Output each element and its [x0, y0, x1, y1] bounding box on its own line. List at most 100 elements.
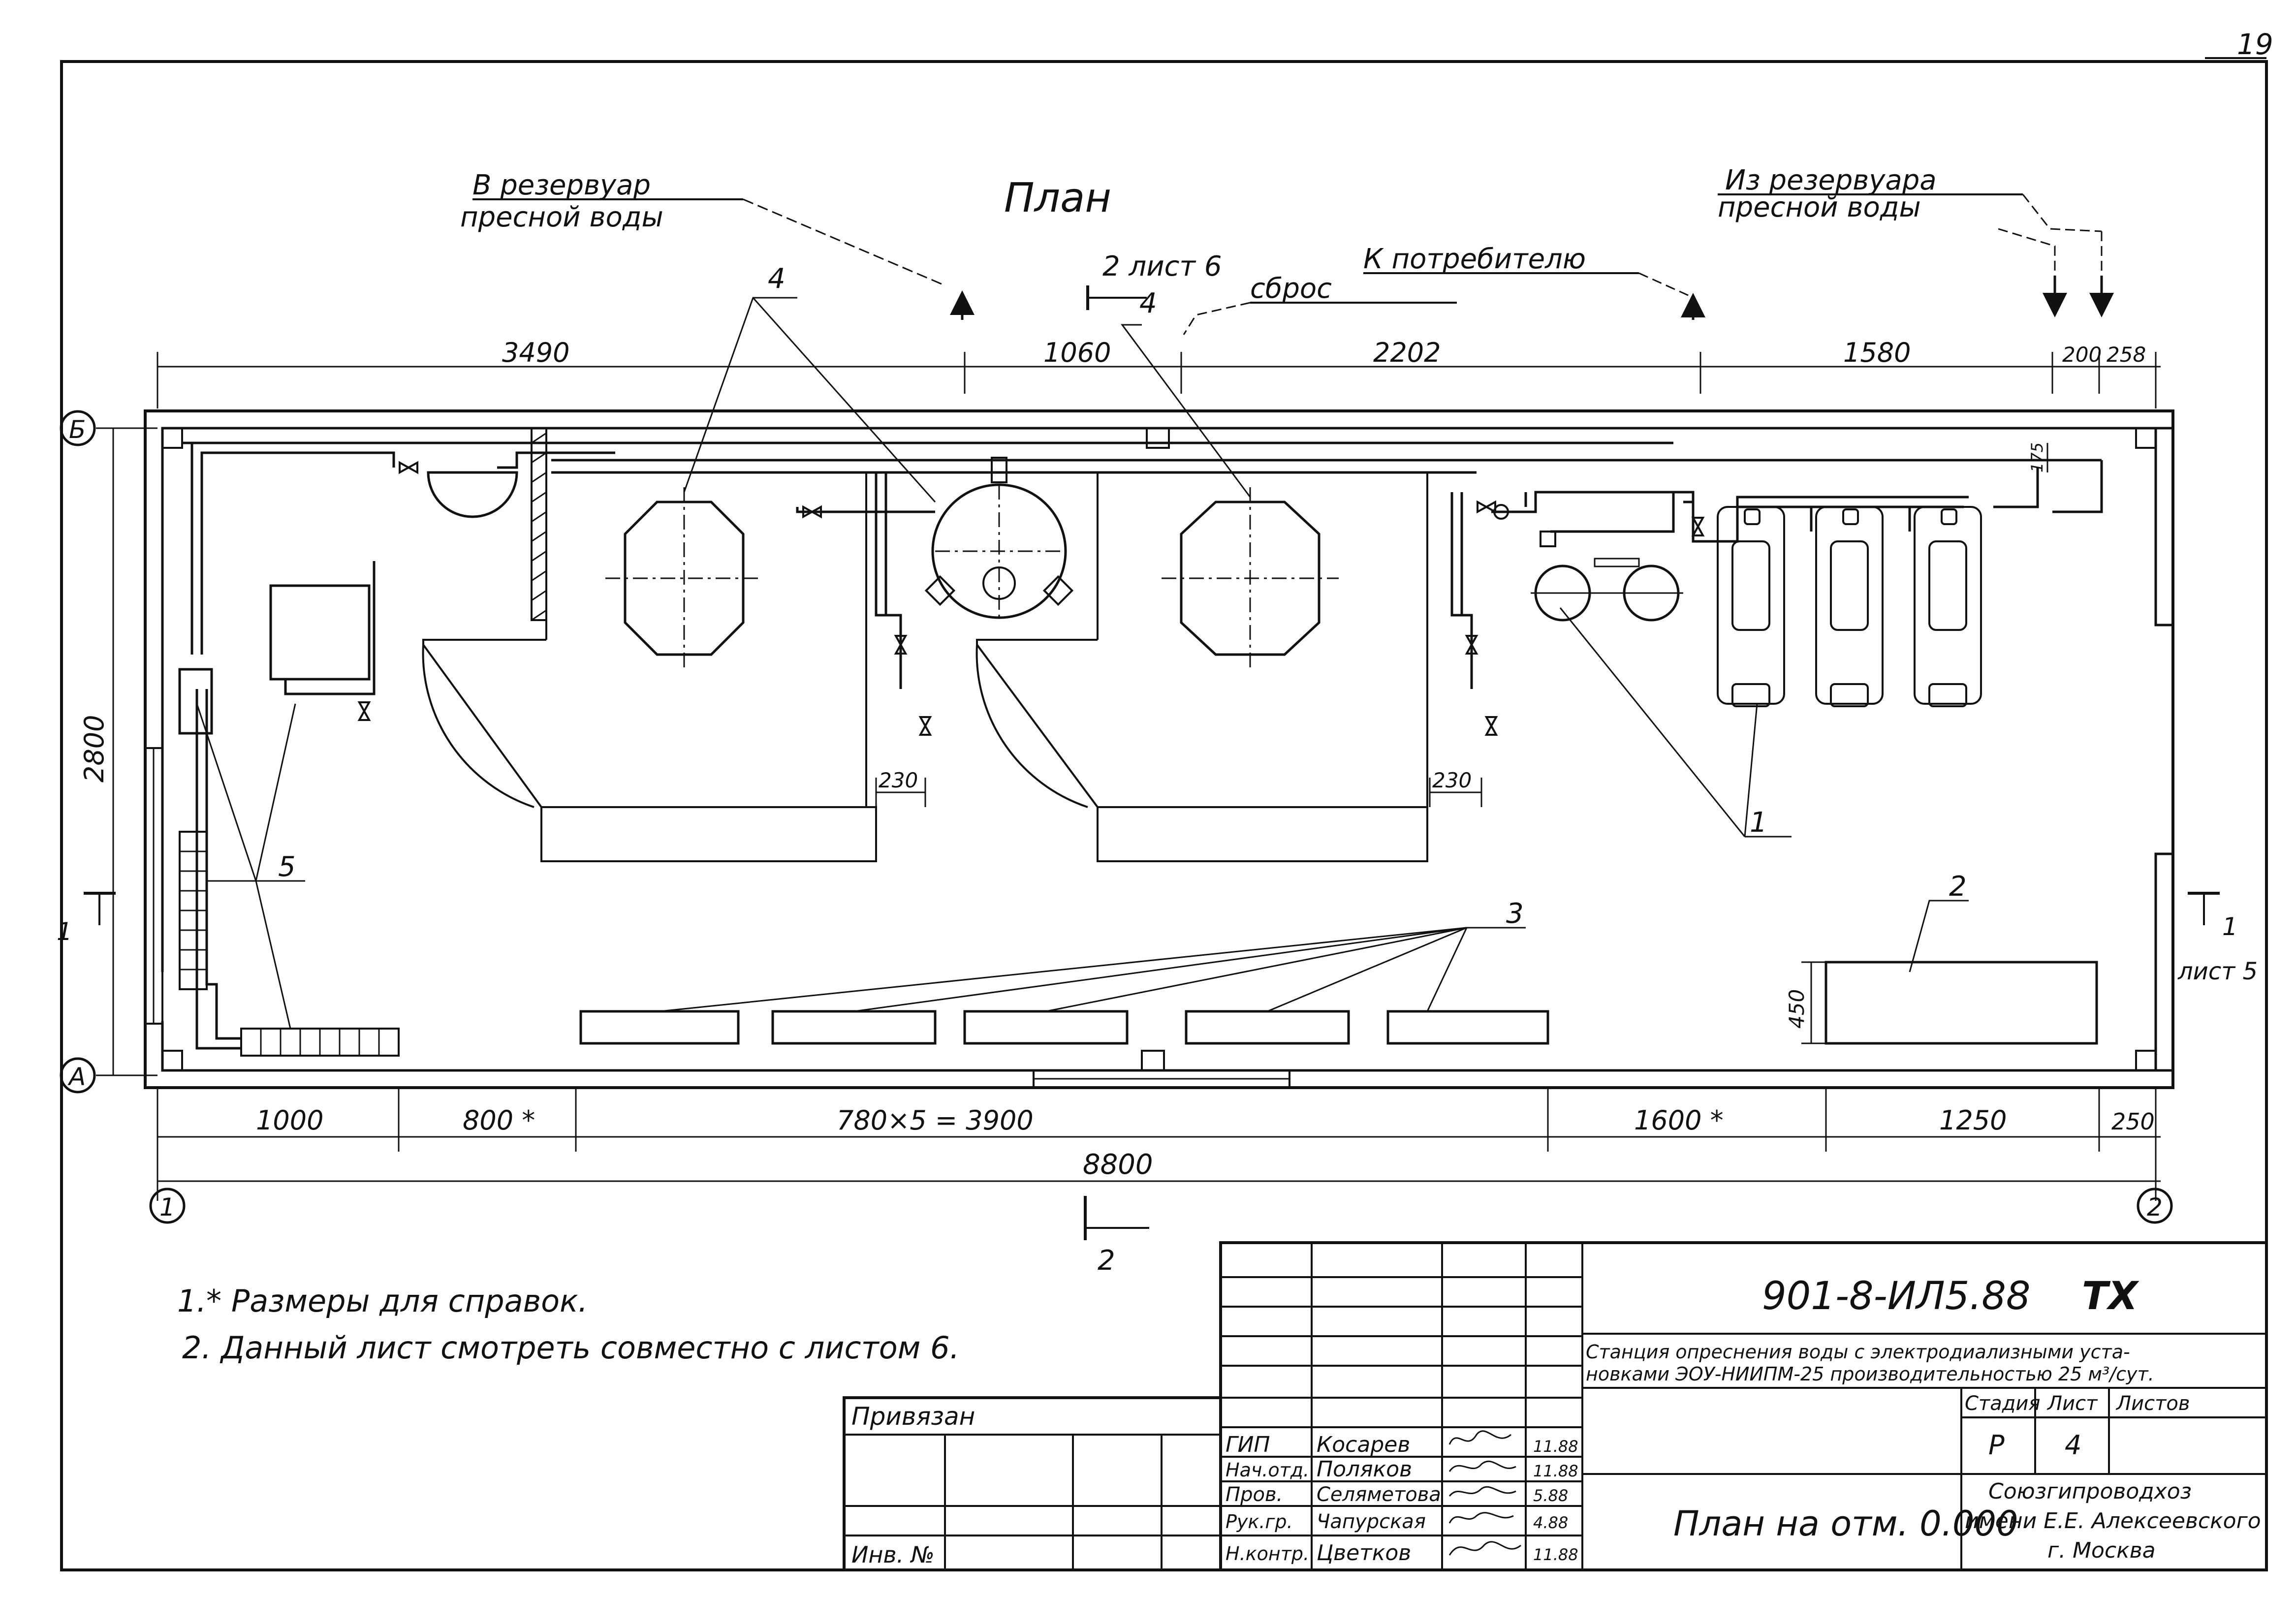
section-mark-1-right: 1 лист 5 — [2177, 892, 2258, 985]
equipment-bases — [579, 961, 2098, 1045]
section-mark-2-bottom: 2 — [1084, 1196, 1149, 1277]
signer-date-2: 5.88 — [1533, 1486, 1568, 1505]
inv-label: Инв. № — [851, 1541, 935, 1568]
signer-name-2: Селяметова — [1317, 1483, 1441, 1506]
callout-3: 3 — [1506, 898, 1524, 930]
svg-text:Б: Б — [69, 415, 86, 444]
dim-175: 175 — [2028, 442, 2046, 472]
plan-title: План — [1004, 175, 1111, 221]
bound-label: Привязан — [851, 1402, 975, 1431]
valves — [358, 462, 1704, 736]
page-number: 19 — [2237, 28, 2273, 61]
svg-text:К потребителю: К потребителю — [1363, 243, 1586, 275]
dim-top-258: 258 — [2107, 343, 2146, 367]
axis-1-bubble: 1 — [149, 1188, 186, 1224]
pumps — [1493, 504, 1683, 622]
axis-2-bubble: 2 — [2137, 1188, 2173, 1224]
project-title-line-2: новками ЭОУ-НИИПМ-25 производительностью… — [1586, 1363, 2154, 1385]
stage-header: Стадия — [1965, 1392, 2040, 1415]
svg-text:1: 1 — [57, 917, 72, 946]
wash-tank — [427, 471, 518, 518]
partition-wall — [531, 427, 547, 621]
dim-bottom-3900: 780×5 = 3900 — [837, 1105, 1034, 1136]
callout-2: 2 — [1949, 871, 1967, 903]
filter-column — [924, 457, 1074, 619]
callout-4-left: 4 — [768, 263, 786, 295]
dim-bottom-1000: 1000 — [256, 1105, 323, 1136]
note-2: 2. Данный лист смотреть совместно с лист… — [182, 1330, 959, 1366]
pipe-runs — [182, 441, 2103, 1050]
stage-value: Р — [1988, 1430, 2005, 1461]
dim-height-2800: 2800 — [79, 715, 110, 783]
dim-bottom-1600: 1600 * — [1634, 1105, 1724, 1136]
title-block: 901-8-ИЛ5.88 ТХ Станция опреснения воды … — [843, 1241, 2268, 1571]
svg-text:пресной воды: пресной воды — [1718, 191, 1921, 223]
project-title-line-1: Станция опреснения воды с электродиализн… — [1586, 1341, 2130, 1363]
dim-top-2202: 2202 — [1373, 337, 1441, 368]
dim-230-left: 230 — [879, 768, 918, 792]
dim-bottom-1250: 1250 — [1939, 1105, 2007, 1136]
dim-top-1060: 1060 — [1043, 337, 1111, 368]
dim-top-200: 200 — [2062, 343, 2102, 367]
signer-role-4: Н.контр. — [1226, 1543, 1309, 1565]
doc-mark: ТХ — [2082, 1274, 2139, 1318]
org-line-2: имени Е.Е. Алексеевского — [1965, 1508, 2261, 1534]
sheets-header: Листов — [2115, 1392, 2190, 1415]
signer-name-4: Цветков — [1317, 1540, 1411, 1566]
section-mark-2-top: 2 лист 6 — [1086, 251, 1222, 310]
annotation-from-tank: Из резервуара пресной воды — [1718, 164, 2114, 317]
signer-date-3: 4.88 — [1533, 1513, 1568, 1532]
ed-unit-right — [975, 472, 1428, 862]
annotation-drain: сброс — [1183, 273, 1457, 335]
dim-top-3490: 3490 — [502, 337, 569, 368]
signer-date-1: 11.88 — [1533, 1462, 1578, 1480]
svg-text:2: 2 — [1098, 1245, 1115, 1277]
building-walls — [144, 409, 2174, 1089]
signer-role-1: Нач.отд. — [1226, 1459, 1309, 1481]
dim-top-1580: 1580 — [1843, 337, 1911, 368]
svg-text:2: 2 — [2147, 1193, 2163, 1222]
dim-230-right: 230 — [1432, 768, 1472, 792]
callout-leaders — [196, 297, 1969, 1029]
dim-bottom-250: 250 — [2111, 1108, 2155, 1135]
signer-name-0: Косарев — [1317, 1432, 1410, 1457]
svg-text:1: 1 — [2222, 912, 2238, 941]
dim-total-8800: 8800 — [1083, 1149, 1153, 1181]
callout-5: 5 — [278, 851, 296, 883]
org-line-1: Союзгипроводхоз — [1988, 1479, 2192, 1504]
svg-text:сброс: сброс — [1250, 273, 1332, 305]
svg-text:1: 1 — [159, 1193, 175, 1222]
sheet-header: Лист — [2046, 1392, 2098, 1415]
bottom-dimension-chain — [157, 1088, 2161, 1201]
axis-a-bubble: А — [60, 1057, 96, 1094]
axis-b-bubble: Б — [60, 410, 96, 446]
signer-date-4: 11.88 — [1533, 1545, 1578, 1564]
callout-1: 1 — [1750, 807, 1767, 839]
callout-4-center: 4 — [1139, 287, 1157, 319]
svg-text:пресной воды: пресной воды — [460, 201, 663, 233]
left-height-dimension — [96, 427, 157, 1076]
annotation-to-consumer: К потребителю — [1363, 243, 1705, 320]
cartridge-filters — [1717, 506, 1982, 707]
dim-450: 450 — [1785, 989, 1809, 1029]
annotation-to-tank: В резервуар пресной воды — [460, 169, 975, 320]
control-cabinets — [178, 584, 400, 1057]
signatures — [1448, 1430, 1521, 1556]
svg-text:2 лист 6: 2 лист 6 — [1102, 251, 1222, 282]
ed-unit-left — [422, 472, 877, 862]
signer-role-0: ГИП — [1226, 1432, 1270, 1457]
small-dimensions — [875, 443, 2048, 1044]
signer-name-3: Чапурская — [1317, 1510, 1426, 1533]
org-line-3: г. Москва — [2047, 1538, 2156, 1563]
signer-date-0: 11.88 — [1533, 1437, 1578, 1456]
svg-text:А: А — [67, 1063, 86, 1091]
svg-text:В резервуар: В резервуар — [472, 169, 651, 201]
sheet-value: 4 — [2065, 1430, 2081, 1461]
top-dimension-chain — [157, 352, 2161, 408]
signer-role-3: Рук.гр. — [1226, 1511, 1293, 1533]
signer-role-2: Пров. — [1226, 1483, 1283, 1506]
svg-text:лист 5: лист 5 — [2177, 958, 2258, 985]
section-mark-1-left: 1 — [57, 892, 116, 946]
signer-name-1: Поляков — [1317, 1457, 1412, 1482]
